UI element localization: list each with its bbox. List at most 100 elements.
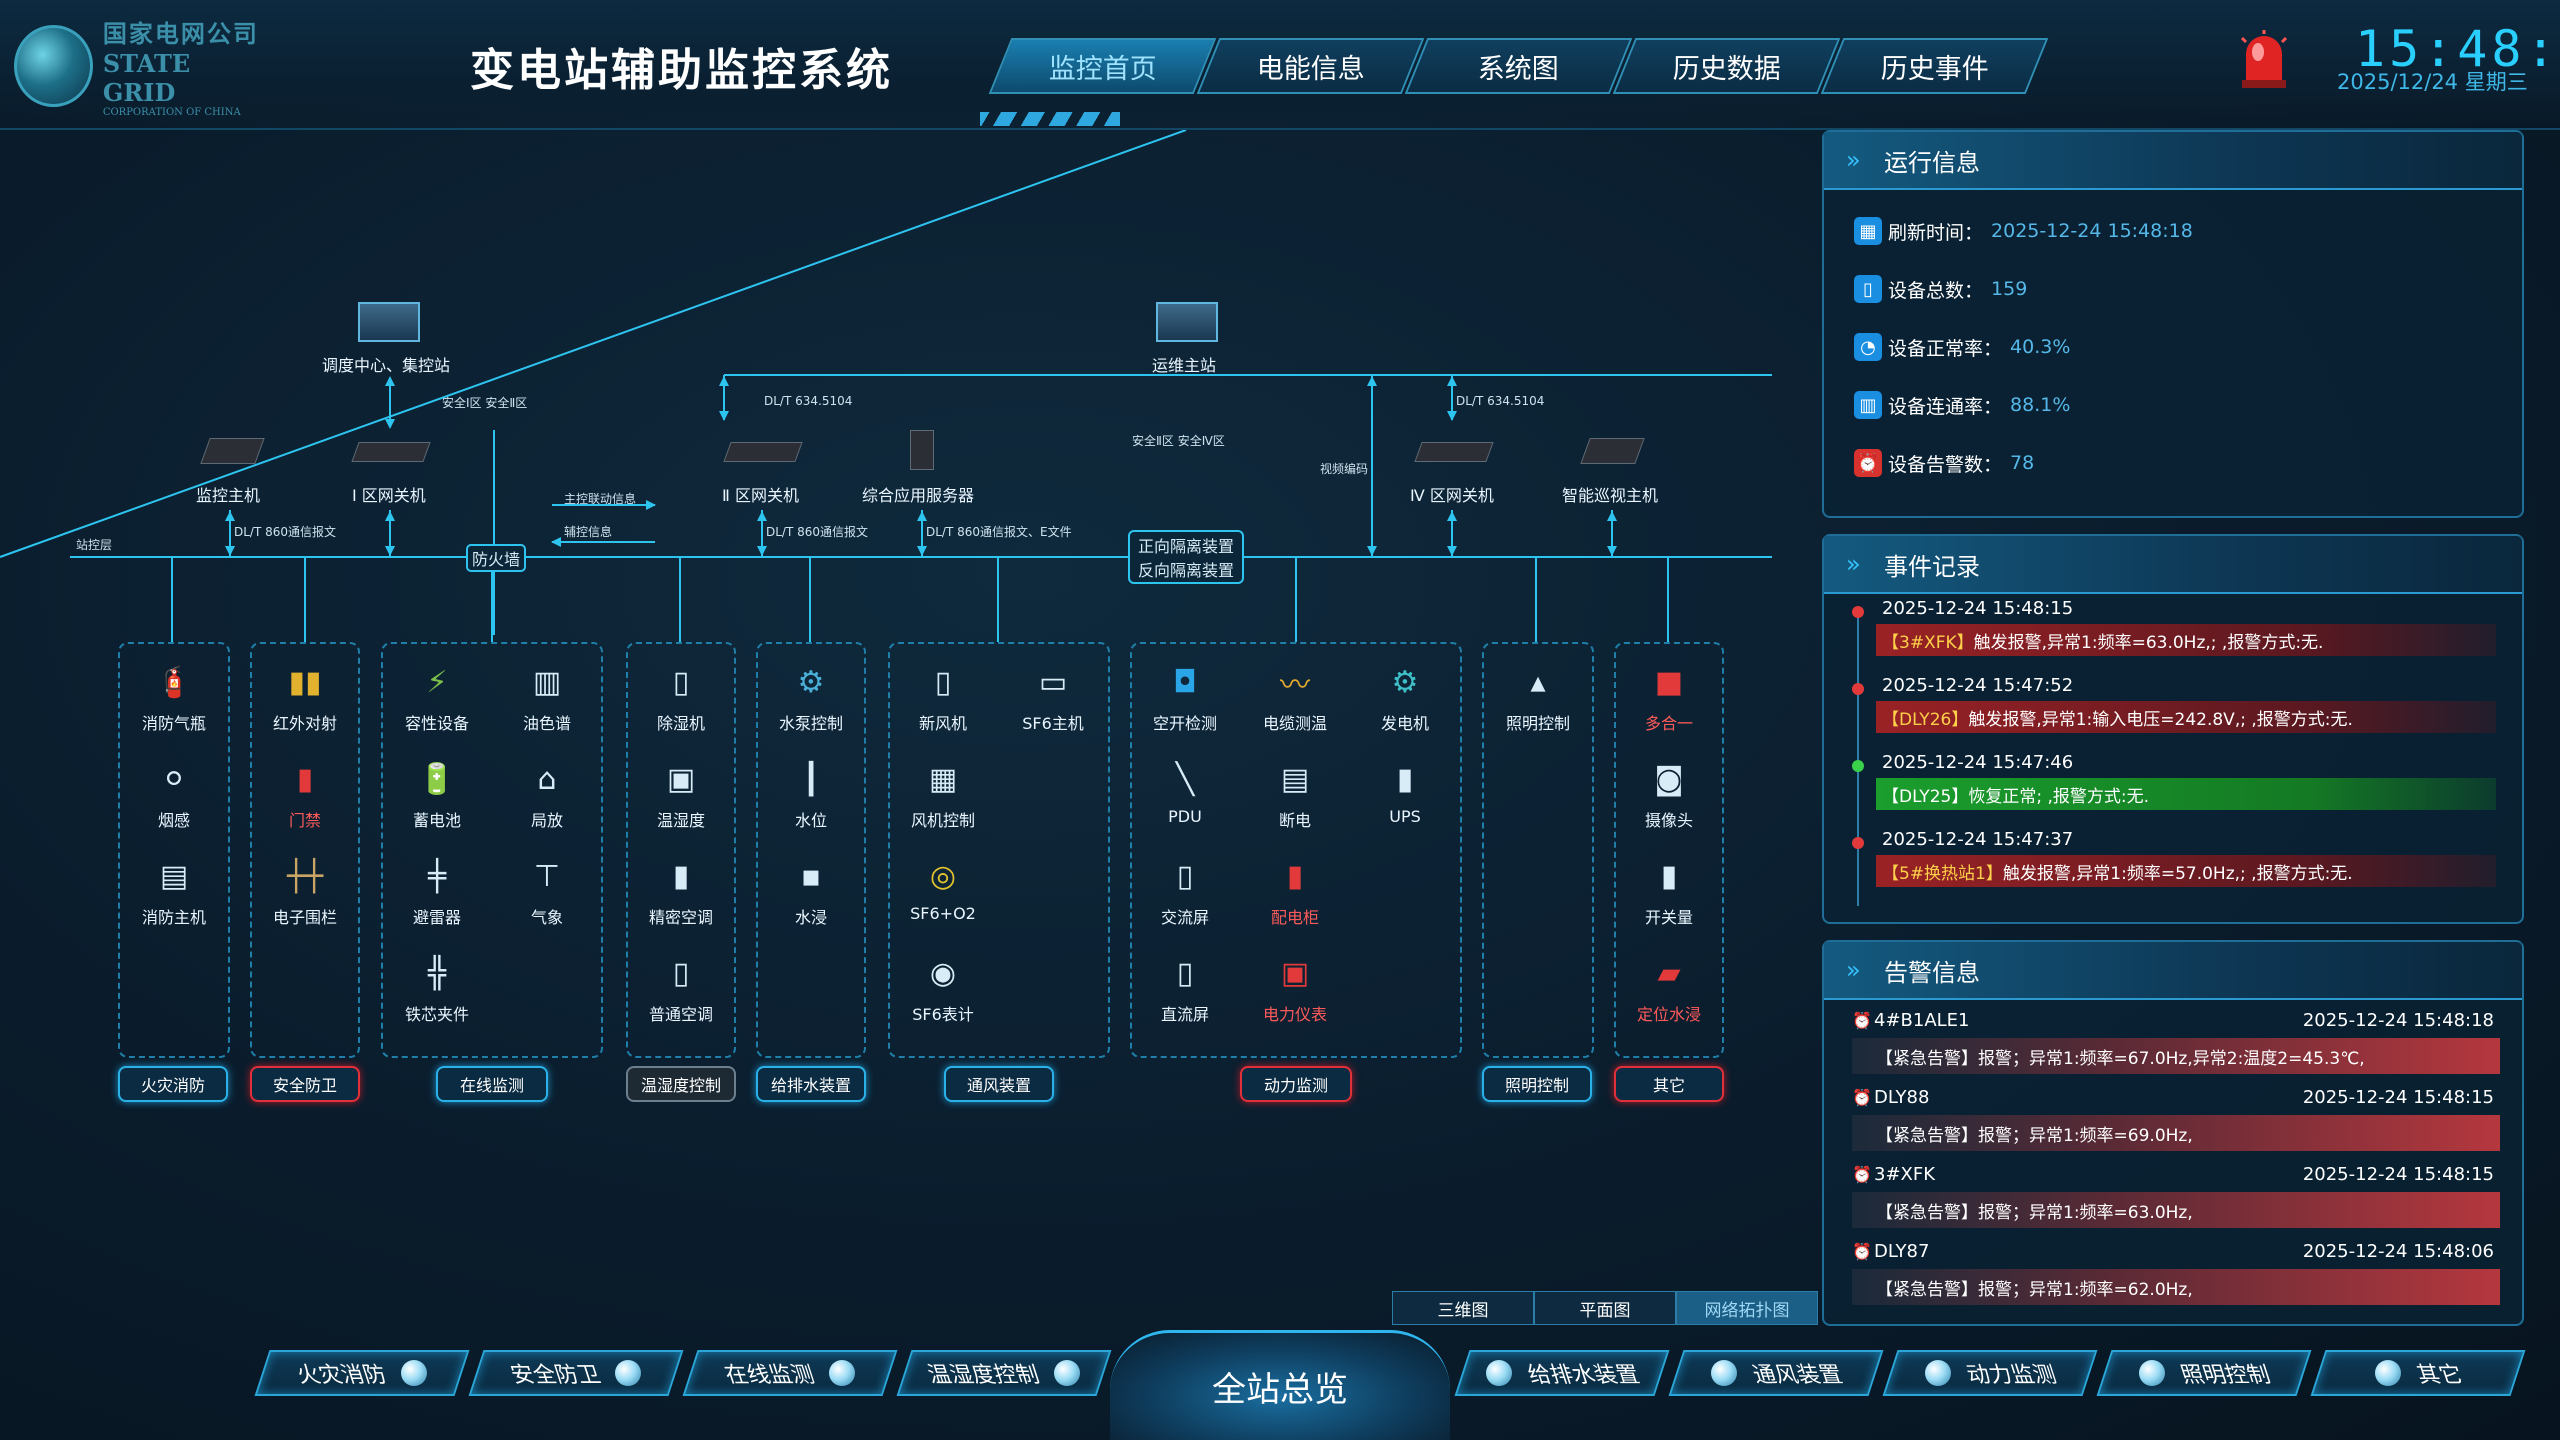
- device-water-level[interactable]: ┃水位: [766, 757, 856, 831]
- device-fresh-air[interactable]: ▯新风机: [898, 660, 988, 734]
- device-sf6-o2[interactable]: ◎SF6+O2: [898, 854, 988, 924]
- tab-energy-info[interactable]: 电能信息: [1196, 38, 1425, 94]
- group-button-online-monitor[interactable]: 在线监测: [436, 1066, 548, 1102]
- device-ac-panel[interactable]: ▯交流屏: [1140, 854, 1230, 928]
- bottom-nav-power[interactable]: 动力监测: [1882, 1350, 2098, 1396]
- device-smoke-sensor[interactable]: ⚪烟感: [129, 757, 219, 831]
- device-cable-temp[interactable]: 〰电缆测温: [1250, 660, 1340, 734]
- core-clamp-icon: ╬: [427, 955, 447, 991]
- device-switch-value[interactable]: ▮开关量: [1624, 854, 1714, 928]
- view-tab-3d[interactable]: 三维图: [1392, 1291, 1534, 1325]
- group-button-other[interactable]: 其它: [1614, 1066, 1724, 1102]
- ac-panel-icon: ▯: [1176, 858, 1194, 894]
- clock: 15:48:27: [2355, 20, 2560, 78]
- fence-icon: ┼┼: [286, 858, 324, 894]
- bottom-nav-security[interactable]: 安全防卫: [468, 1350, 684, 1396]
- power-off-icon: ▤: [1280, 761, 1310, 797]
- view-tab-network[interactable]: 网络拓扑图: [1676, 1291, 1818, 1325]
- alarm-message[interactable]: 【紧急告警】报警；异常1:频率=62.0Hz,: [1852, 1269, 2500, 1305]
- topology-lines: [0, 130, 1772, 642]
- tab-monitor-home[interactable]: 监控首页: [988, 38, 1217, 94]
- group-button-power[interactable]: 动力监测: [1240, 1066, 1352, 1102]
- device-generator[interactable]: ⚙发电机: [1360, 660, 1450, 734]
- tab-history-events[interactable]: 历史事件: [1820, 38, 2049, 94]
- ups-icon: ▮: [1396, 761, 1414, 797]
- bottom-nav-fire[interactable]: 火灾消防: [254, 1350, 470, 1396]
- water-leak-icon: ▪: [800, 858, 822, 894]
- device-power-meter[interactable]: ▣电力仪表: [1250, 951, 1340, 1025]
- bottom-nav-ventilation[interactable]: 通风装置: [1668, 1350, 1884, 1396]
- device-lighting-control[interactable]: ▴照明控制: [1493, 660, 1583, 734]
- alarm-message[interactable]: 【紧急告警】报警；异常1:频率=69.0Hz,: [1852, 1115, 2500, 1151]
- event-message[interactable]: 【DLY26】触发报警,异常1:输入电压=242.8V,; ,报警方式:无.: [1876, 701, 2496, 733]
- group-button-security[interactable]: 安全防卫: [250, 1066, 360, 1102]
- device-electric-fence[interactable]: ┼┼电子围栏: [260, 854, 350, 928]
- dc-panel-icon: ▯: [1176, 955, 1194, 991]
- device-camera[interactable]: ◙摄像头: [1624, 757, 1714, 831]
- device-weather[interactable]: ⊤气象: [502, 854, 592, 928]
- globe-icon: [1924, 1360, 1951, 1386]
- group-button-fire[interactable]: 火灾消防: [118, 1066, 228, 1102]
- device-arrester[interactable]: ╪避雷器: [392, 854, 482, 928]
- device-pdu[interactable]: ╲PDU: [1140, 757, 1230, 827]
- device-water-leak[interactable]: ▪水浸: [766, 854, 856, 928]
- device-fire-cylinder[interactable]: 🧯消防气瓶: [129, 660, 219, 734]
- capacitive-icon: ⚡: [426, 664, 448, 700]
- device-oil-chromatography[interactable]: ▥油色谱: [502, 660, 592, 734]
- device-pump-control[interactable]: ⚙水泵控制: [766, 660, 856, 734]
- battery-icon: 🔋: [418, 761, 456, 797]
- device-core-clamp[interactable]: ╬铁芯夹件: [392, 951, 482, 1025]
- info-connect-rate: ▥设备连通率：88.1%: [1824, 376, 2522, 434]
- tab-system-diagram[interactable]: 系统图: [1404, 38, 1633, 94]
- globe-logo-icon: [14, 25, 93, 107]
- device-distribution-cabinet[interactable]: ▮配电柜: [1250, 854, 1340, 928]
- group-button-water[interactable]: 给排水装置: [756, 1066, 866, 1102]
- bottom-nav-water[interactable]: 给排水装置: [1454, 1350, 1670, 1396]
- globe-icon: [1054, 1360, 1080, 1386]
- device-capacitive[interactable]: ⚡容性设备: [392, 660, 482, 734]
- alarm-light-icon[interactable]: [2236, 28, 2292, 90]
- alarm-message[interactable]: 【紧急告警】报警；异常1:频率=67.0Hz,异常2:温度2=45.3℃,: [1852, 1038, 2500, 1074]
- device-sf6-meter[interactable]: ◉SF6表计: [898, 951, 988, 1025]
- device-icon: ▯: [1854, 275, 1882, 303]
- monitor-host-label: 监控主机: [196, 486, 261, 505]
- device-dehumidifier[interactable]: ▯除湿机: [636, 660, 726, 734]
- header-stripe: [980, 112, 1120, 126]
- alarm-message[interactable]: 【紧急告警】报警；异常1:频率=63.0Hz,: [1852, 1192, 2500, 1228]
- group-temp-humidity: [626, 642, 736, 1058]
- bottom-nav-lighting[interactable]: 照明控制: [2096, 1350, 2312, 1396]
- device-sf6-host[interactable]: ▭SF6主机: [1008, 660, 1098, 734]
- device-ups[interactable]: ▮UPS: [1360, 757, 1450, 827]
- bottom-nav-other[interactable]: 其它: [2310, 1350, 2526, 1396]
- linkage-info-label: 主控联动信息: [564, 492, 637, 506]
- device-dc-panel[interactable]: ▯直流屏: [1140, 951, 1230, 1025]
- device-fan-control[interactable]: ▦风机控制: [898, 757, 988, 831]
- device-locate-leak[interactable]: ▰定位水浸: [1624, 951, 1714, 1025]
- bottom-nav-online-monitor[interactable]: 在线监测: [682, 1350, 898, 1396]
- event-message[interactable]: 【3#XFK】触发报警,异常1:频率=63.0Hz,; ,报警方式:无.: [1876, 624, 2496, 656]
- group-button-lighting[interactable]: 照明控制: [1482, 1066, 1592, 1102]
- event-message[interactable]: 【DLY25】恢复正常; ,报警方式:无.: [1876, 778, 2496, 810]
- device-partial-discharge[interactable]: ⌂局放: [502, 757, 592, 831]
- device-precision-ac[interactable]: ▮精密空调: [636, 854, 726, 928]
- dehumidifier-icon: ▯: [672, 664, 690, 700]
- water-level-icon: ┃: [801, 761, 821, 797]
- overview-button[interactable]: 全站总览: [1110, 1330, 1450, 1440]
- device-breaker-detect[interactable]: ◘空开检测: [1140, 660, 1230, 734]
- group-button-temp-humidity[interactable]: 温湿度控制: [626, 1066, 736, 1102]
- device-battery[interactable]: 🔋蓄电池: [392, 757, 482, 831]
- device-normal-ac[interactable]: ▯普通空调: [636, 951, 726, 1025]
- device-power-off[interactable]: ▤断电: [1250, 757, 1340, 831]
- event-message[interactable]: 【5#换热站1】触发报警,异常1:频率=57.0Hz,; ,报警方式:无.: [1876, 855, 2496, 887]
- logo-cn: 国家电网公司: [102, 19, 259, 48]
- group-button-ventilation[interactable]: 通风装置: [944, 1066, 1054, 1102]
- app-server-label: 综合应用服务器: [862, 486, 975, 505]
- device-temp-humidity[interactable]: ▣温湿度: [636, 757, 726, 831]
- tab-history-data[interactable]: 历史数据: [1612, 38, 1841, 94]
- device-access-control[interactable]: ▮门禁: [260, 757, 350, 831]
- bottom-nav-temp-humidity[interactable]: 温湿度控制: [896, 1350, 1112, 1396]
- device-infrared[interactable]: ▮▮红外对射: [260, 660, 350, 734]
- device-all-in-one[interactable]: ■多合一: [1624, 660, 1714, 734]
- view-tab-plan[interactable]: 平面图: [1534, 1291, 1676, 1325]
- device-fire-host[interactable]: ▤消防主机: [129, 854, 219, 928]
